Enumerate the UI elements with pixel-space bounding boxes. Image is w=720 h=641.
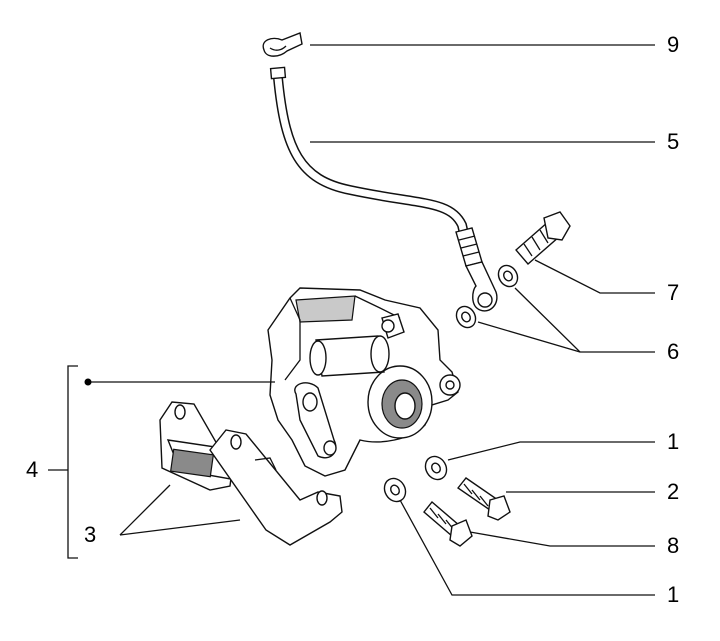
callout-7: 7	[667, 280, 680, 305]
brake-pads	[159, 401, 343, 546]
banjo-bolt	[515, 211, 571, 265]
callout-3: 3	[84, 522, 97, 547]
callout-1-upper: 1	[667, 429, 680, 454]
callout-6: 6	[667, 339, 680, 364]
callout-1-lower: 1	[667, 582, 680, 607]
leader-lines	[48, 44, 655, 596]
callout-4: 4	[26, 457, 39, 482]
callout-9: 9	[667, 32, 680, 57]
caliper-body	[267, 287, 461, 477]
callout-2: 2	[667, 479, 680, 504]
caliper-bolt-lower	[423, 500, 473, 547]
washer-upper	[424, 455, 448, 481]
brake-hose	[269, 66, 498, 312]
callout-8: 8	[667, 533, 680, 558]
sealing-washers	[455, 264, 519, 329]
caliper-bolt-upper	[456, 477, 511, 521]
washer-lower	[383, 477, 407, 503]
callout-5: 5	[667, 129, 680, 154]
hose-clip	[262, 32, 303, 57]
